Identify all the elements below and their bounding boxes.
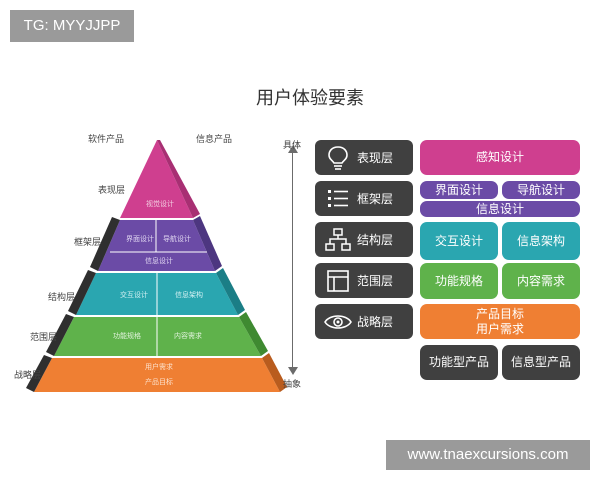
tg-badge: TG: MYYJJPP: [10, 10, 134, 42]
layer-box-label: 结构层: [357, 233, 394, 247]
tile-information-design: 信息设计: [420, 201, 580, 217]
axis-arrow-down-icon: [288, 367, 298, 375]
layer-box-skeleton: 框架层: [315, 181, 413, 216]
tile-interaction-design: 交互设计: [420, 222, 498, 260]
layer-box-label: 范围层: [357, 274, 394, 288]
pyramid-cell: 导航设计: [163, 235, 191, 243]
pyramid-side-label: 范围层: [30, 333, 58, 343]
tile-functional-specs: 功能规格: [420, 263, 498, 299]
pyramid-side-label: 战略层: [14, 371, 42, 381]
functional-product-label: 功能型产品: [420, 345, 498, 380]
tile-interface-design: 界面设计: [420, 181, 498, 199]
layer-box-strategy: 战略层: [315, 304, 413, 339]
tile-content-requirements: 内容需求: [502, 263, 580, 299]
layer-box-label: 表现层: [357, 151, 394, 165]
pyramid-cell: 用户需求: [145, 363, 173, 371]
lightbulb-icon: [323, 143, 353, 173]
pyramid-cell: 信息架构: [175, 291, 203, 299]
tile-navigation-design: 导航设计: [502, 181, 580, 199]
pyramid-cell: 功能规格: [113, 332, 141, 340]
pyramid-side-label: 结构层: [48, 293, 76, 303]
list-icon: [323, 184, 353, 214]
pyramid-cell: 交互设计: [120, 291, 148, 299]
pyramid-cell: 内容需求: [174, 332, 202, 340]
axis-bottom-label: 抽象: [283, 380, 302, 390]
watermark: www.tnaexcursions.com: [386, 440, 590, 470]
layout-icon: [323, 266, 353, 296]
layer-box-label: 战略层: [357, 315, 394, 329]
pyramid-layer-surface: [120, 140, 193, 218]
layer-box-scope: 范围层: [315, 263, 413, 298]
layer-box-label: 框架层: [357, 192, 394, 206]
tile-sensory-design: 感知设计: [420, 140, 580, 175]
eye-icon: [323, 307, 353, 337]
axis-arrow-up-icon: [288, 145, 298, 153]
pyramid-cell: 信息设计: [145, 257, 173, 265]
tile-user-needs: 用户需求: [475, 321, 524, 336]
pyramid-side-label: 表现层: [98, 186, 126, 196]
pyramid-left-heading: 软件产品: [88, 135, 125, 145]
diagram-title: 用户体验要素: [256, 88, 364, 109]
pyramid-cell: 视觉设计: [146, 200, 174, 208]
pyramid-right-heading: 信息产品: [196, 135, 233, 145]
pyramid-cell: 产品目标: [145, 378, 173, 386]
pyramid-layer-strategy: [34, 358, 280, 392]
information-product-label: 信息型产品: [502, 345, 580, 380]
tile-strategy: 产品目标 用户需求: [420, 304, 580, 339]
pyramid-cell: 界面设计: [126, 235, 154, 243]
tile-product-goal: 产品目标: [475, 306, 524, 321]
hierarchy-icon: [323, 225, 353, 255]
tile-information-architecture: 信息架构: [502, 222, 580, 260]
layer-box-structure: 结构层: [315, 222, 413, 257]
axis-line: [292, 150, 293, 370]
axis-top-label: 具体: [283, 141, 302, 151]
layer-box-surface: 表现层: [315, 140, 413, 175]
pyramid-side-label: 框架层: [74, 238, 102, 248]
